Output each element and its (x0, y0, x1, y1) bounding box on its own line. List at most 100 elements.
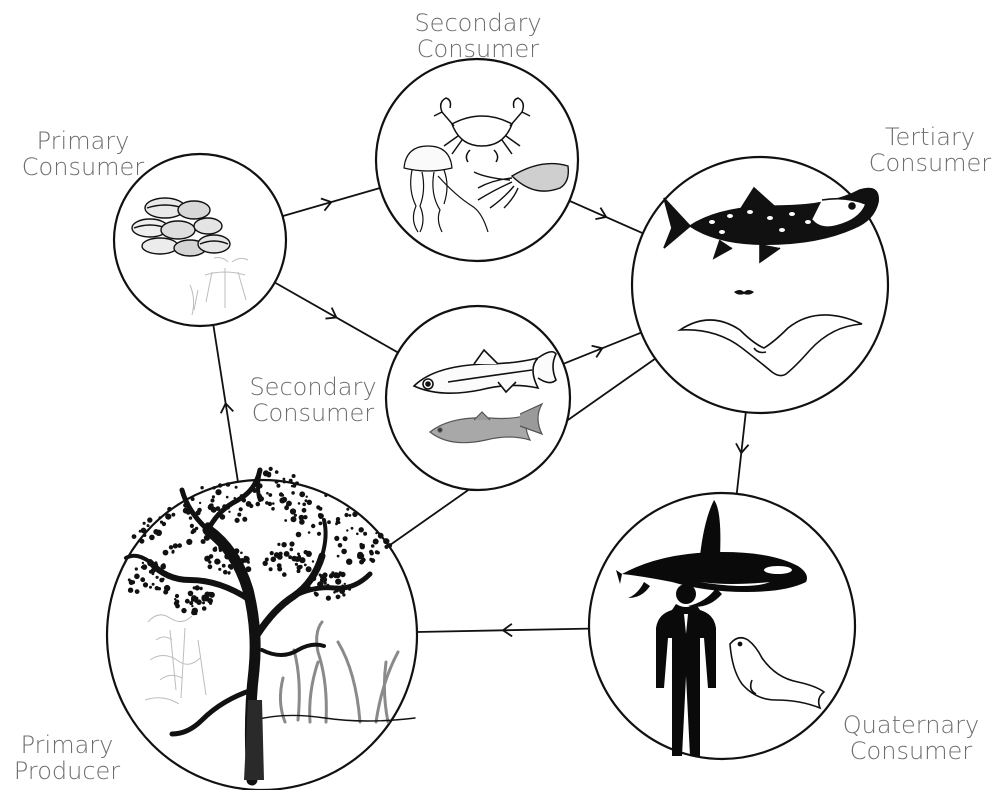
kelp-frond (299, 519, 305, 525)
edge-arrowhead (320, 197, 333, 212)
kelp-frond (246, 560, 250, 564)
human-icon (656, 584, 716, 756)
kelp-frond (239, 558, 246, 564)
kelp-frond (160, 563, 166, 570)
kelp-frond (239, 494, 244, 499)
kelp-frond (276, 483, 281, 488)
kelp-frond (362, 543, 365, 547)
kelp-frond (200, 486, 204, 490)
kelp-frond (304, 499, 308, 503)
label-line: Secondary (249, 373, 377, 401)
kelp-frond (208, 591, 212, 595)
small-fish-icon (412, 348, 557, 394)
jellyfish-icon (403, 145, 489, 233)
kelp-frond (151, 572, 155, 576)
edge-primary-producer-to-primary-consumer (212, 324, 239, 483)
kelp-frond (357, 553, 363, 560)
kelp-frond (341, 584, 345, 588)
kelp-frond (284, 505, 289, 511)
edge-secondary-consumer-top-to-tertiary-consumer (569, 199, 644, 235)
kelp-frond (360, 557, 366, 563)
kelp-frond (268, 466, 273, 471)
kelp-frond (199, 586, 203, 591)
kelp-frond (163, 589, 169, 595)
kelp-frond (225, 545, 232, 552)
kelp-frond (271, 507, 275, 511)
kelp-frond (215, 506, 221, 511)
kelp-frond (265, 501, 269, 505)
kelp-frond (303, 515, 308, 520)
kelp-frond (299, 491, 306, 498)
kelp-frond (277, 542, 281, 547)
kelp-frond (222, 504, 227, 509)
edge-secondary-consumer-middle-to-tertiary-consumer (563, 331, 642, 365)
node-tertiary-consumer (630, 155, 890, 415)
kelp-frond (346, 529, 349, 532)
kelp-frond (189, 601, 194, 606)
kelp-frond (191, 528, 197, 534)
kelp-frond (293, 513, 297, 517)
secondary-consumer-middle-circle (384, 304, 572, 492)
kelp-frond (181, 607, 187, 614)
kelp-frond (215, 489, 222, 496)
edge-arrowhead (220, 401, 234, 414)
kelp-frond (358, 527, 364, 533)
kelp-frond (334, 535, 340, 542)
kelp-frond (143, 533, 147, 537)
kelp-frond (346, 558, 353, 565)
kelp-frond (258, 496, 264, 502)
kelp-frond (281, 493, 285, 497)
kelp-frond (326, 583, 330, 587)
kelp-frond (134, 589, 140, 594)
kelp-frond (369, 551, 374, 556)
label-secondary-consumer-top: Secondary Consumer (388, 10, 568, 62)
kelp-frond (387, 543, 393, 548)
seagull-icon (677, 314, 863, 377)
kelp-frond (234, 517, 240, 523)
kelp-frond (159, 520, 164, 524)
kelp-frond (348, 514, 352, 517)
kelp-frond (281, 542, 287, 548)
kelp-frond (337, 543, 343, 548)
kelp-frond (154, 586, 159, 591)
secondary-consumer-top-circle (374, 57, 580, 263)
salmon-icon (663, 186, 879, 264)
kelp-frond (272, 502, 275, 505)
kelp-frond (295, 481, 299, 486)
kelp-frond (270, 556, 277, 563)
kelp-frond (211, 495, 215, 499)
kelp-frond (318, 521, 323, 526)
kelp-frond (247, 502, 251, 506)
kelp-frond (131, 534, 137, 539)
kelp-frond (195, 510, 201, 516)
kelp-frond (141, 561, 145, 565)
kelp-frond (301, 507, 307, 513)
kelp-frond (302, 502, 307, 507)
kelp-frond (192, 586, 196, 590)
label-line: Quaternary (842, 711, 980, 739)
kelp-frond (305, 550, 312, 558)
kelp-frond (341, 548, 347, 555)
kelp-frond (198, 501, 202, 505)
label-line: Consumer (868, 149, 992, 177)
kelp-frond (307, 585, 311, 590)
kelp-frond (268, 493, 273, 497)
kelp-frond (268, 567, 273, 572)
kelp-frond (241, 498, 247, 503)
kelp-frond (158, 516, 162, 520)
kelp-frond (139, 538, 145, 544)
kelp-frond (289, 508, 297, 515)
kelp-frond (227, 564, 233, 569)
kelp-frond (282, 477, 286, 481)
kelp-frond (241, 568, 246, 573)
kelp-frond (274, 480, 279, 484)
kelp-frond (191, 604, 194, 608)
edge-primary-consumer-to-secondary-consumer-top (282, 187, 381, 218)
kelp-frond (187, 590, 194, 597)
kelp-frond (134, 573, 140, 580)
kelp-frond (337, 521, 341, 524)
kelp-canopy-icon (127, 466, 393, 616)
kelp-frond (282, 572, 287, 577)
edge-arrowhead (735, 442, 750, 455)
kelp-frond (194, 585, 200, 591)
